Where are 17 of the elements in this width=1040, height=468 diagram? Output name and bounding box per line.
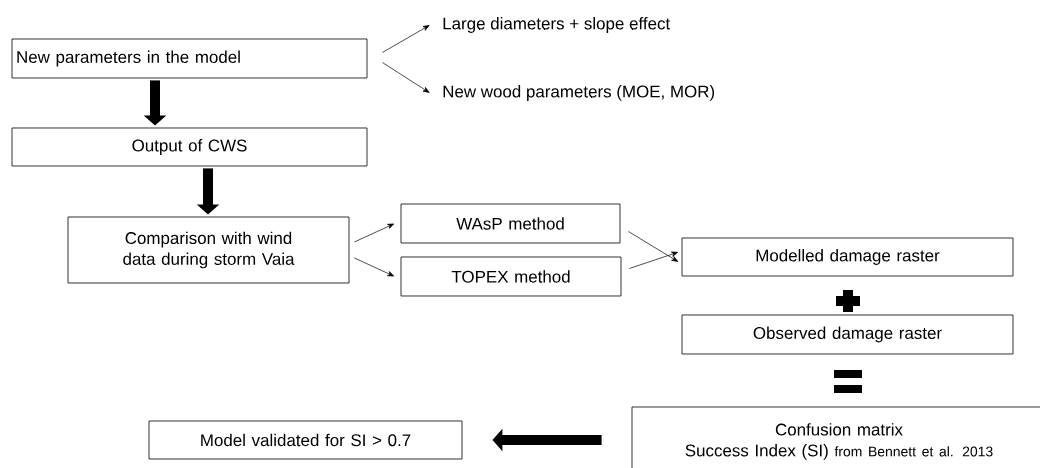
process-box: Observed damage raster [681, 314, 1014, 355]
process-box: Output of CWS [11, 127, 368, 167]
arrow [382, 25, 430, 53]
process-box: New parameters in the model [11, 38, 368, 79]
arrow [629, 251, 678, 269]
arrow [382, 62, 430, 93]
process-box: TOPEX method [400, 256, 622, 297]
process-box: Modelled damage raster [681, 237, 1014, 277]
process-box: WAsP method [400, 203, 621, 244]
process-box: Model validated for SI > 0.7 [148, 420, 463, 460]
text-label: New wood parameters (MOE, MOR) [443, 85, 715, 101]
arrow [628, 231, 679, 262]
arrow [354, 257, 395, 277]
text-label: Large diameters + slope effect [443, 17, 671, 33]
process-box: Comparison with wind data during storm Vaia [67, 216, 350, 284]
arrow [354, 223, 395, 243]
process-box: Confusion matrix Success Index (SI) from Bennett et al. 2013 [631, 406, 1040, 468]
